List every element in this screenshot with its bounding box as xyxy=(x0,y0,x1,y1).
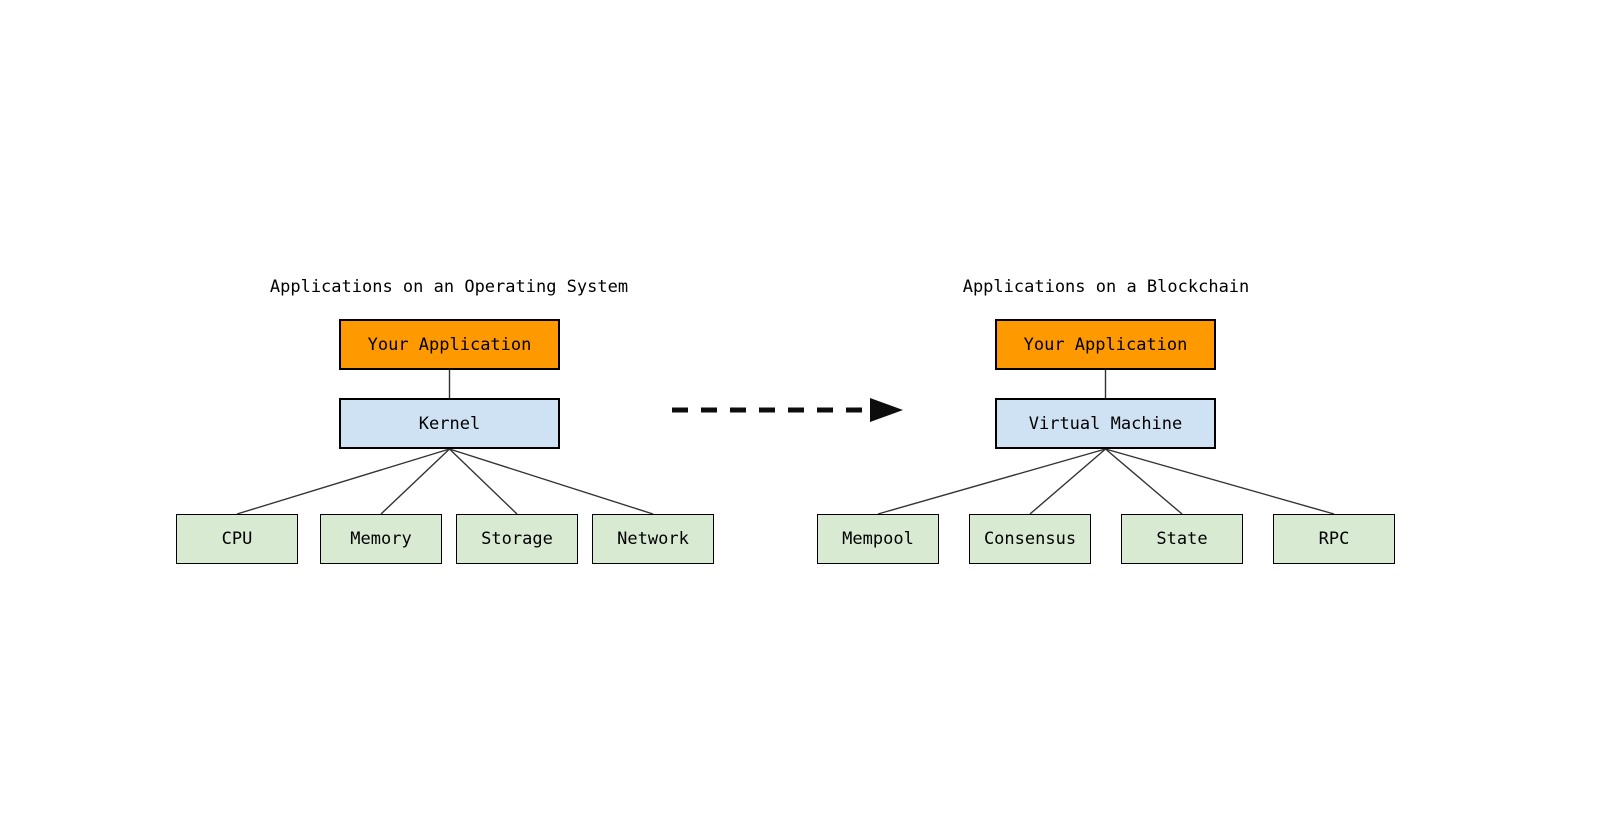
dashed-right-arrow-icon xyxy=(672,398,903,422)
left-child-node-storage: Storage xyxy=(456,514,578,564)
left-root-node-your-application: Your Application xyxy=(339,319,560,370)
right-child-label-state: State xyxy=(1156,529,1208,549)
left-child-node-network: Network xyxy=(592,514,714,564)
left-middle-node-kernel: Kernel xyxy=(339,398,560,449)
right-child-label-consensus: Consensus xyxy=(983,529,1077,549)
right-root-node-your-application: Your Application xyxy=(995,319,1216,370)
left-child-label-cpu: CPU xyxy=(221,529,253,549)
right-middle-label: Virtual Machine xyxy=(1028,413,1183,434)
left-child-node-cpu: CPU xyxy=(176,514,298,564)
right-child-label-rpc: RPC xyxy=(1318,529,1350,549)
left-child-label-network: Network xyxy=(617,529,689,549)
left-middle-label: Kernel xyxy=(418,413,481,434)
right-child-label-mempool: Mempool xyxy=(842,529,914,549)
left-panel-title: Applications on an Operating System xyxy=(269,277,629,297)
left-child-label-storage: Storage xyxy=(481,529,553,549)
right-panel-title: Applications on a Blockchain xyxy=(962,277,1250,297)
right-child-node-consensus: Consensus xyxy=(969,514,1091,564)
right-root-label: Your Application xyxy=(1023,334,1188,355)
left-root-label: Your Application xyxy=(367,334,532,355)
right-child-node-mempool: Mempool xyxy=(817,514,939,564)
right-middle-node-virtual-machine: Virtual Machine xyxy=(995,398,1216,449)
right-child-node-rpc: RPC xyxy=(1273,514,1395,564)
left-child-node-memory: Memory xyxy=(320,514,442,564)
right-child-node-state: State xyxy=(1121,514,1243,564)
left-child-label-memory: Memory xyxy=(350,529,412,549)
